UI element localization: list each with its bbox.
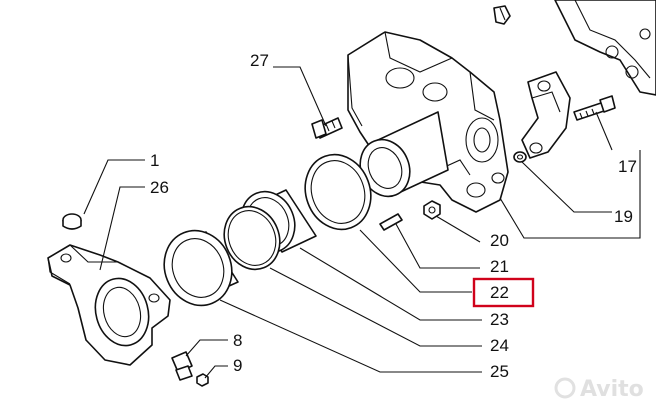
callout-26: 26 bbox=[150, 178, 169, 197]
watermark-logo-icon bbox=[554, 377, 576, 399]
callout-25: 25 bbox=[490, 362, 509, 381]
callout-24: 24 bbox=[490, 336, 509, 355]
frame-fragment bbox=[554, 0, 656, 96]
bolt-17 bbox=[573, 95, 616, 121]
callout-27: 27 bbox=[250, 51, 269, 70]
bushing-25 bbox=[163, 229, 239, 307]
callout-8: 8 bbox=[233, 331, 242, 350]
left-support bbox=[47, 244, 171, 366]
nut-20 bbox=[423, 200, 441, 220]
housing-sleeve bbox=[359, 111, 449, 198]
ring-22 bbox=[304, 153, 372, 231]
callout-17: 17 bbox=[618, 157, 637, 176]
callout-20: 20 bbox=[490, 231, 509, 250]
callout-9: 9 bbox=[233, 356, 242, 375]
nut-19 bbox=[513, 151, 527, 163]
callout-22: 22 bbox=[490, 283, 509, 302]
callout-labels: 1 26 27 17 19 20 21 22 23 24 25 8 9 bbox=[150, 51, 637, 381]
callout-21: 21 bbox=[490, 257, 509, 276]
callout-19: 19 bbox=[614, 207, 633, 226]
bolt-8 bbox=[171, 351, 193, 381]
bolt-27 bbox=[311, 117, 343, 139]
top-bolt bbox=[493, 5, 511, 25]
right-bracket bbox=[521, 71, 571, 159]
plug-1 bbox=[62, 213, 82, 230]
pin-21 bbox=[379, 213, 403, 231]
callout-1: 1 bbox=[150, 151, 159, 170]
leader-lines bbox=[83, 66, 641, 379]
highlight-box bbox=[472, 277, 535, 308]
callout-23: 23 bbox=[490, 310, 509, 329]
o-ring-24 bbox=[223, 205, 281, 271]
watermark: Avito bbox=[554, 377, 644, 402]
watermark-text: Avito bbox=[580, 377, 644, 402]
